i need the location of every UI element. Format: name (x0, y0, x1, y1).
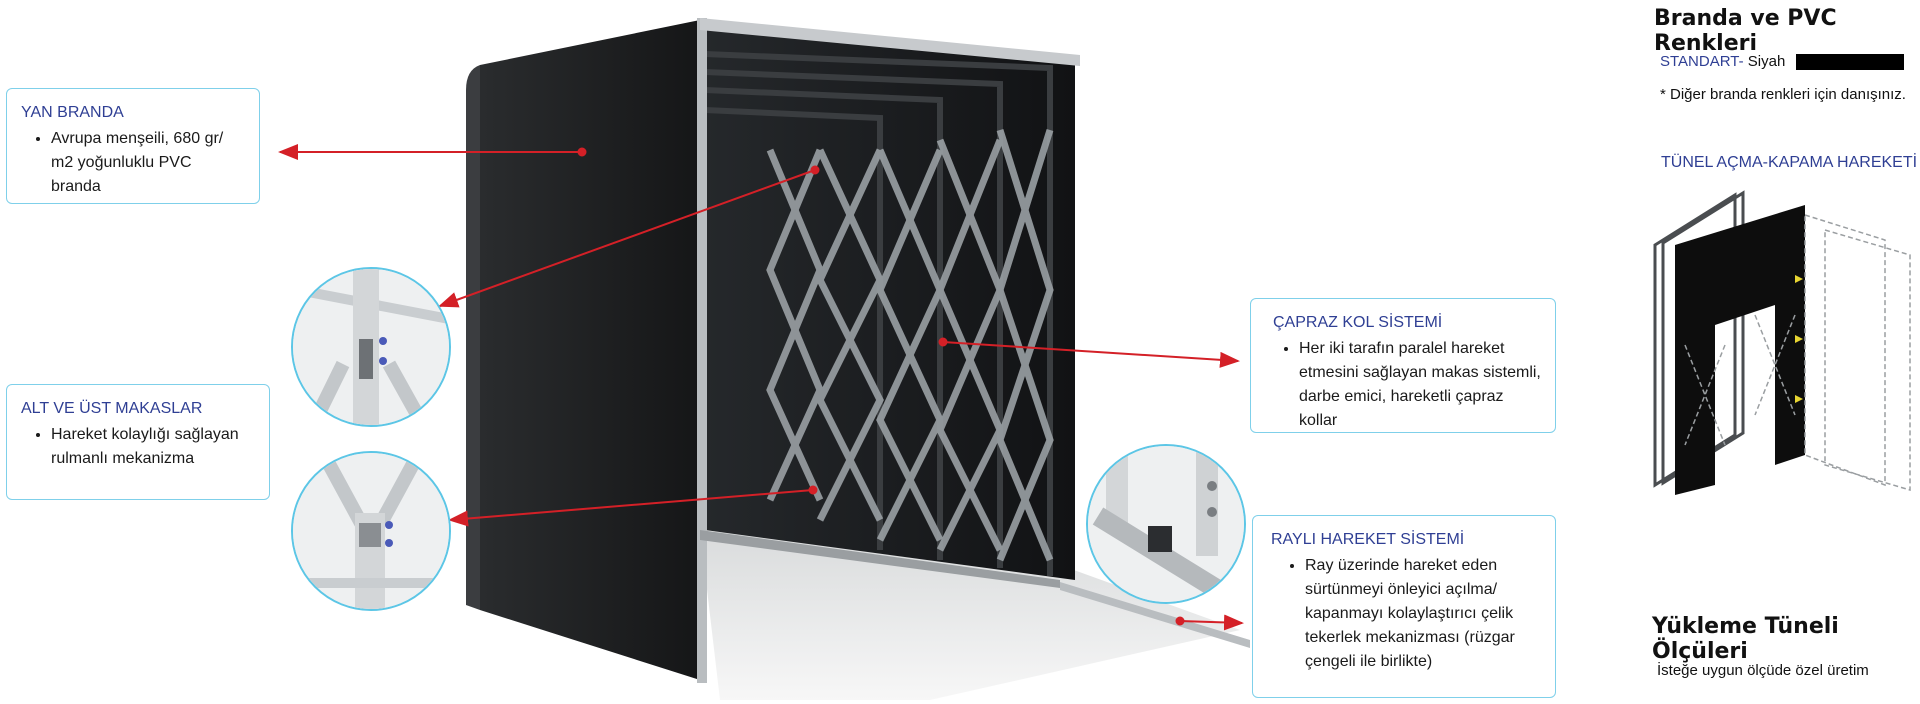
standard-value: Siyah (1747, 53, 1786, 70)
dimensions-title: Yükleme Tüneli Ölçüleri (1652, 614, 1839, 664)
tunnel-motion-title: TÜNEL AÇMA-KAPAMA HAREKETİ (1661, 154, 1918, 171)
side-tarpaulin-bullet: Avrupa menşeili, 680 gr/ m2 yoğunluklu P… (51, 127, 245, 199)
colors-title: Branda ve PVC Renkleri (1654, 6, 1837, 56)
rail-system-title: RAYLI HAREKET SİSTEMİ (1271, 531, 1465, 548)
rail-wheel-detail-image (1086, 444, 1246, 604)
other-colors-note: * Diğer branda renkleri için danışınız. (1660, 86, 1906, 103)
black-color-swatch (1796, 54, 1904, 70)
standard-color-row: STANDART- Siyah (1660, 53, 1785, 70)
upper-scissor-detail-image (291, 267, 451, 427)
dimensions-note: İsteğe uygun ölçüde özel üretim (1657, 662, 1869, 679)
tunnel-illustration (278, 18, 1250, 700)
side-tarpaulin-title: YAN BRANDA (21, 104, 124, 121)
cross-arm-bullet: Her iki tarafın paralel hareket etmesini… (1299, 337, 1541, 433)
tunnel-motion-diagram (1653, 190, 1911, 495)
cross-arm-callout: ÇAPRAZ KOL SİSTEMİ Her iki tarafın paral… (1250, 298, 1556, 433)
cross-arm-title: ÇAPRAZ KOL SİSTEMİ (1273, 314, 1443, 331)
standard-label: STANDART- (1660, 53, 1744, 70)
right-info-panel: Branda ve PVC Renkleri STANDART- Siyah *… (1640, 0, 1920, 704)
lower-scissor-detail-image (291, 451, 451, 611)
scissors-bullet: Hareket kolaylığı sağlayan rulmanlı meka… (51, 423, 255, 471)
scissors-callout: ALT VE ÜST MAKASLAR Hareket kolaylığı sa… (6, 384, 270, 500)
side-tarpaulin-callout: YAN BRANDA Avrupa menşeili, 680 gr/ m2 y… (6, 88, 260, 204)
rail-system-bullet: Ray üzerinde hareket eden sürtünmeyi önl… (1305, 554, 1541, 674)
rail-system-callout: RAYLI HAREKET SİSTEMİ Ray üzerinde harek… (1252, 515, 1556, 698)
scissors-title: ALT VE ÜST MAKASLAR (21, 400, 203, 417)
